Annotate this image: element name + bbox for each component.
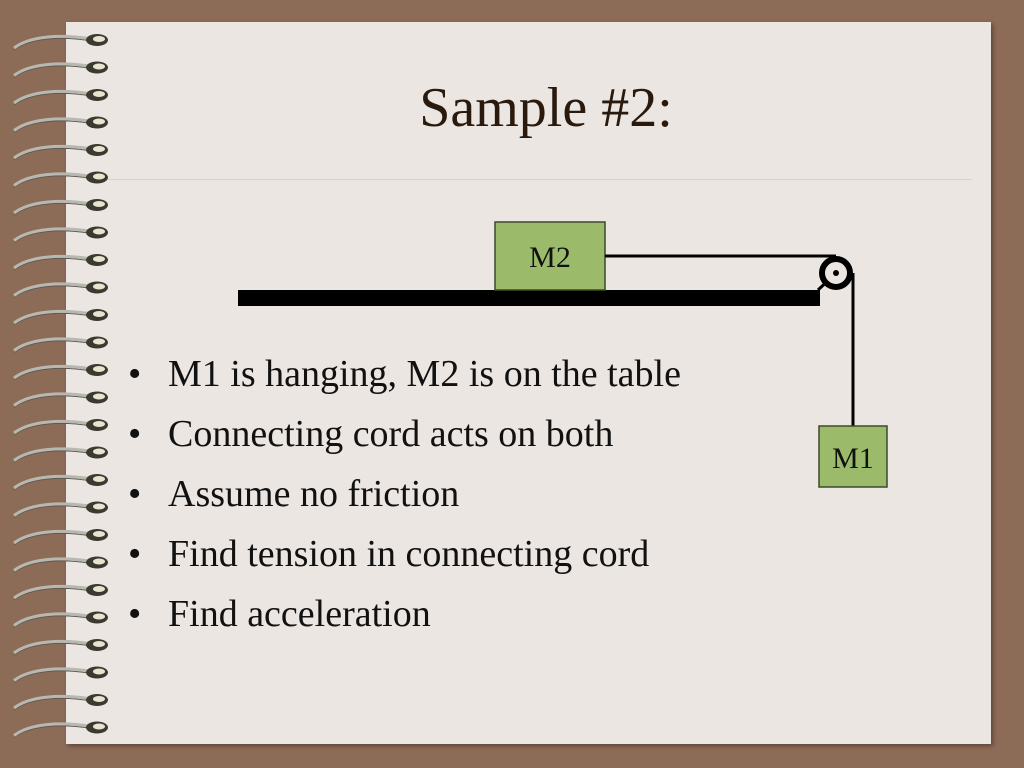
binding-coil xyxy=(13,446,108,463)
bullet-text: Connecting cord acts on both xyxy=(168,413,614,455)
m1-label: M1 xyxy=(832,442,874,475)
binding-coil xyxy=(13,61,108,78)
spiral-binding xyxy=(13,34,108,738)
page-panel xyxy=(66,22,991,744)
bullet-text: M1 is hanging, M2 is on the table xyxy=(168,353,681,395)
binding-coil xyxy=(13,199,108,216)
binding-coil xyxy=(13,639,108,656)
binding-coil xyxy=(13,694,108,711)
slide-title: Sample #2: xyxy=(419,77,673,139)
binding-coil xyxy=(13,556,108,573)
binding-coil xyxy=(13,254,108,271)
bullet-dot: • xyxy=(128,353,142,395)
bullet-item: • Find tension in connecting cord xyxy=(128,524,681,584)
bullet-text: Assume no friction xyxy=(168,473,460,515)
bullet-item: • Assume no friction xyxy=(128,464,681,524)
bullet-text: Find tension in connecting cord xyxy=(168,533,650,575)
m2-block xyxy=(494,221,606,291)
bullet-dot: • xyxy=(128,593,142,635)
bullet-text: Find acceleration xyxy=(168,593,431,635)
binding-coil xyxy=(13,611,108,628)
binding-coil xyxy=(13,474,108,491)
bullet-item: • Connecting cord acts on both xyxy=(128,404,681,464)
binding-coil xyxy=(13,336,108,353)
binding-coil xyxy=(13,584,108,601)
binding-coil xyxy=(13,281,108,298)
binding-coil xyxy=(13,364,108,381)
bullet-item: • Find acceleration xyxy=(128,584,681,644)
binding-coil xyxy=(13,171,108,188)
binding-coil xyxy=(13,666,108,683)
binding-coil xyxy=(13,34,108,51)
binding-coil xyxy=(13,144,108,161)
binding-coil xyxy=(13,391,108,408)
bullet-item: • M1 is hanging, M2 is on the table xyxy=(128,344,681,404)
binding-coil xyxy=(13,419,108,436)
binding-coil xyxy=(13,226,108,243)
table-surface xyxy=(238,290,820,306)
pulley-axle xyxy=(833,270,839,276)
title-divider xyxy=(108,179,972,180)
m2-label: M2 xyxy=(529,241,571,274)
bullet-list: • M1 is hanging, M2 is on the table • Conn… xyxy=(128,344,681,644)
binding-coil xyxy=(13,89,108,106)
bullet-dot: • xyxy=(128,533,142,575)
bullet-dot: • xyxy=(128,413,142,455)
binding-coil xyxy=(13,501,108,518)
binding-coil xyxy=(13,116,108,133)
m1-block xyxy=(818,425,888,488)
binding-coil xyxy=(13,309,108,326)
bullet-dot: • xyxy=(128,473,142,515)
binding-coil xyxy=(13,721,108,738)
binding-coil xyxy=(13,529,108,546)
